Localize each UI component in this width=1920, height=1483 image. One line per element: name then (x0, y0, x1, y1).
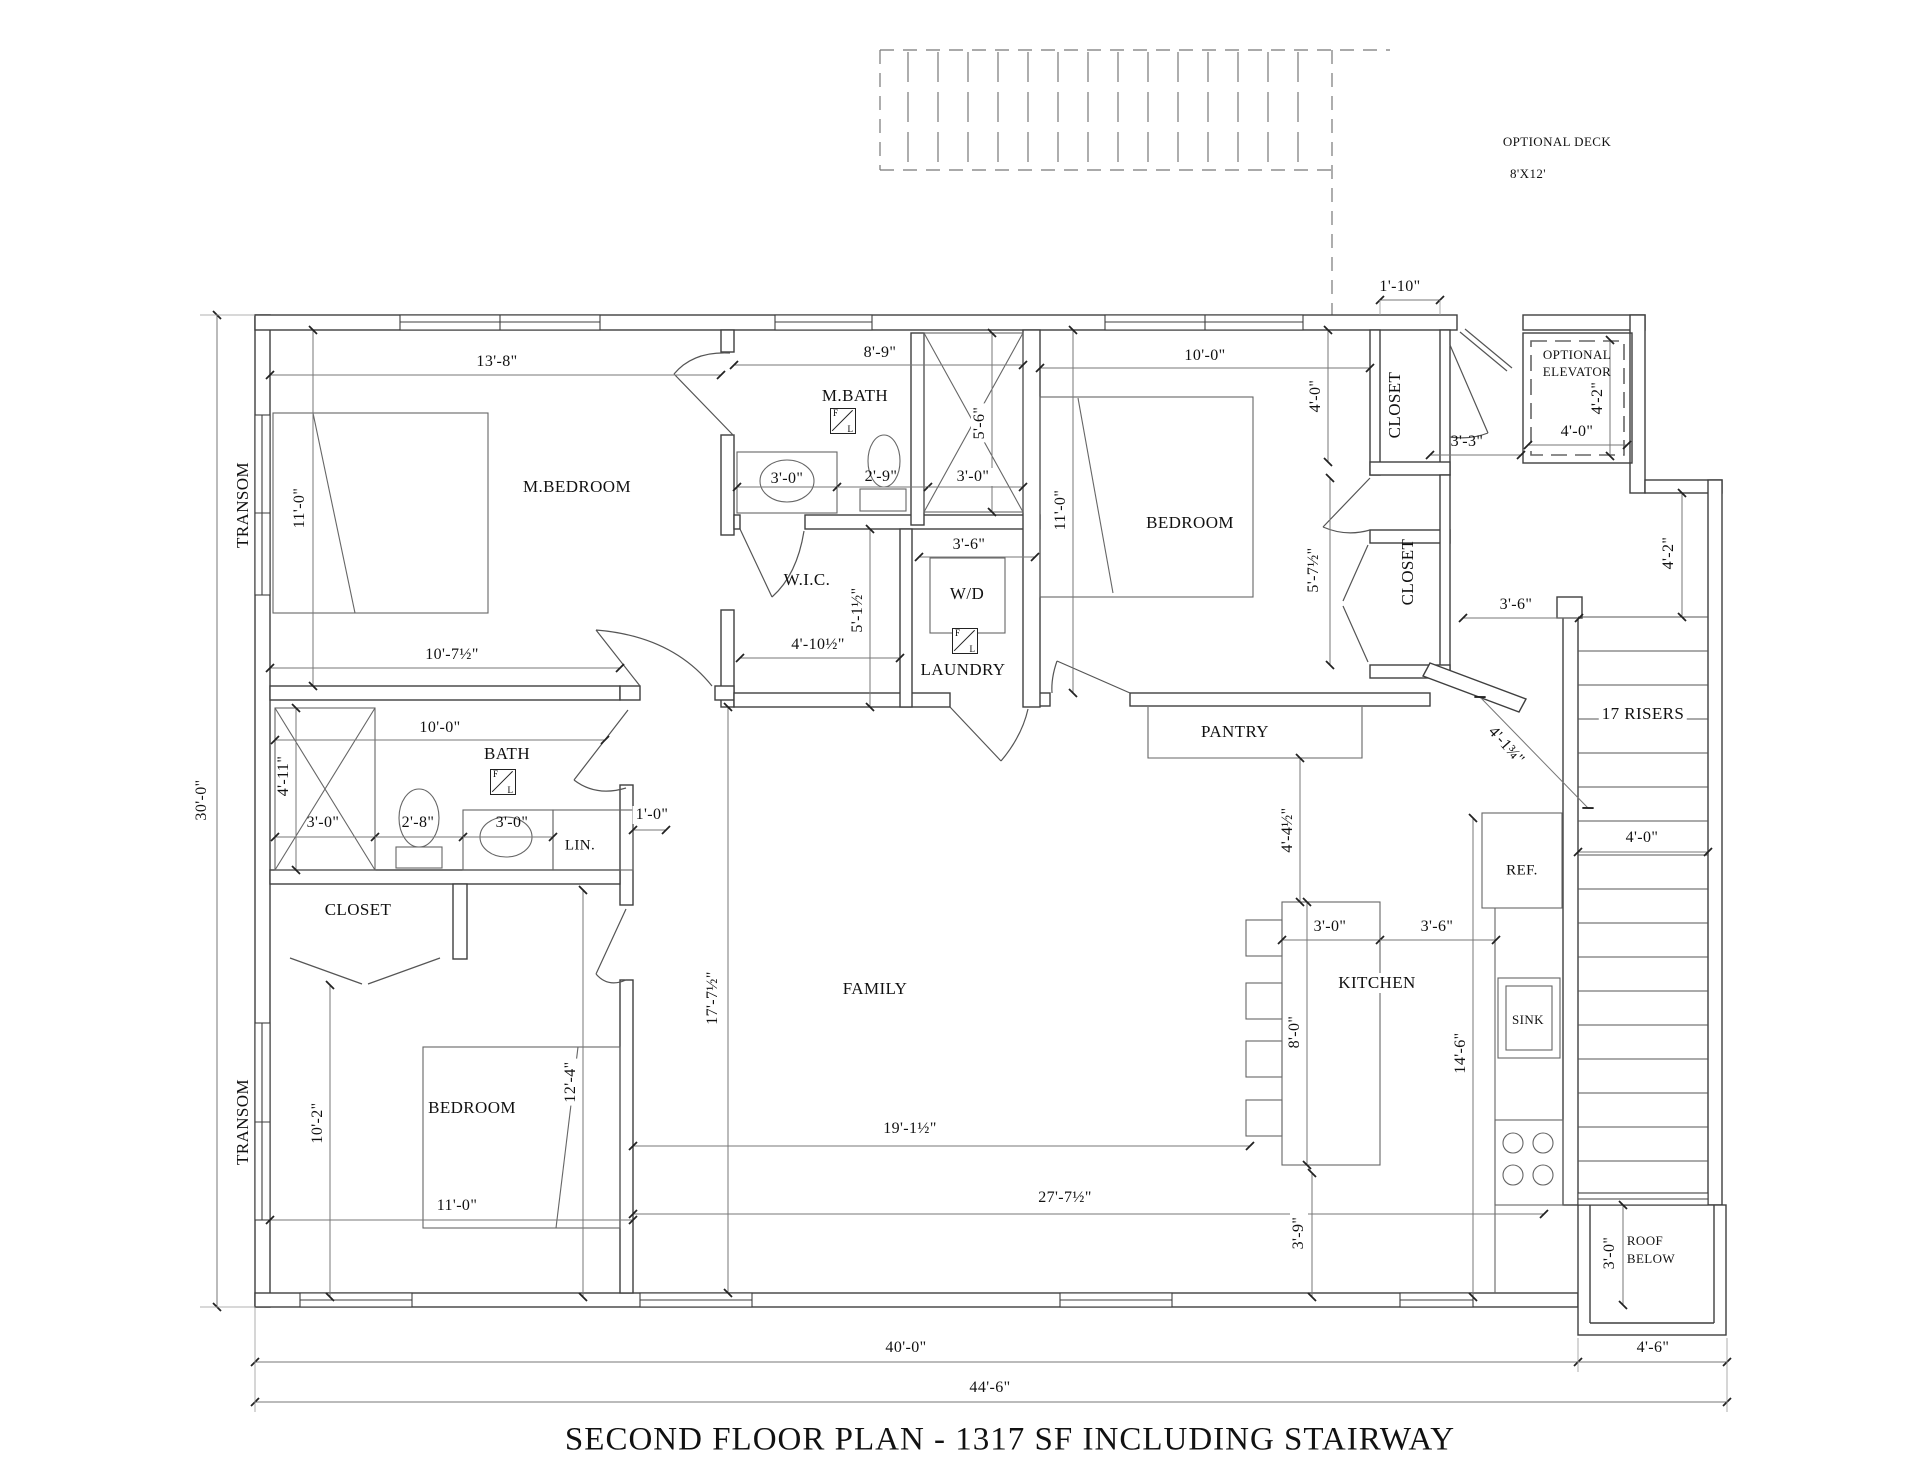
dim-closet-top-height: 4'-0" (1307, 379, 1324, 413)
dim-bath-sink: 3'-0" (495, 814, 529, 831)
fl-letter-l: L (969, 644, 976, 654)
label-m-bath: M.BATH (821, 386, 889, 405)
dim-bedroom-lower-height: 10'-2" (309, 1099, 327, 1147)
dim-bath-toilet: 2'-8" (401, 814, 435, 831)
dim-family-height: 17'-7½" (704, 968, 722, 1028)
label-roof-below-2: BELOW (1626, 1251, 1676, 1266)
dim-mbedroom-bottom: 10'-7½" (425, 646, 479, 663)
dim-wd-width: 3'-6" (952, 536, 986, 553)
dim-island-height: 8'-0" (1286, 1012, 1304, 1052)
fl-letter-f: F (955, 628, 961, 638)
fl-letter-f: F (833, 408, 839, 418)
label-17-risers: 17 RISERS (1598, 704, 1688, 724)
label-ref: REF. (1506, 862, 1538, 879)
label-laundry: LAUNDRY (920, 660, 1006, 679)
dim-shower-height: 5'-6" (971, 403, 989, 443)
dim-closet-right-height: 5'-7½" (1305, 547, 1322, 593)
label-sink: SINK (1512, 1012, 1544, 1027)
dim-kitchen-3-9: 3'-9" (1290, 1213, 1308, 1253)
label-closet-top: CLOSET (1385, 371, 1404, 439)
dim-mbath-toilet: 2'-9" (864, 468, 898, 485)
label-family: FAMILY (842, 979, 908, 998)
dim-bedroom-upper-height: 11'-0" (1052, 486, 1070, 534)
label-linen: LIN. (564, 837, 596, 854)
fan-light-icon: F L (830, 408, 856, 434)
dim-family-width-2: 27'-7½" (1038, 1189, 1092, 1206)
dim-bedroom-lower-width: 11'-0" (436, 1197, 478, 1214)
stair-treads (1578, 616, 1708, 1162)
dim-wic-height: 5'-1½" (849, 584, 867, 636)
fl-letter-l: L (847, 424, 854, 434)
dim-roof-width: 4'-6" (1636, 1339, 1670, 1356)
dim-kitchen-3-6: 3'-6" (1420, 918, 1454, 935)
label-closet-lower: CLOSET (324, 900, 392, 919)
dim-overall-44-6: 44'-6" (969, 1379, 1011, 1396)
fan-light-icon: F L (952, 628, 978, 654)
fl-letter-f: F (493, 769, 499, 779)
label-roof-below-1: ROOF (1626, 1233, 1664, 1248)
dim-linen-depth: 1'-0" (632, 806, 672, 824)
label-transom-upper: TRANSOM (233, 462, 252, 548)
dim-kitchen-height: 14'-6" (1452, 1029, 1470, 1077)
label-optional-elevator-1: OPTIONAL (1542, 347, 1612, 362)
windows (254, 314, 1709, 1308)
dim-closet-top-width: 1'-10" (1379, 278, 1421, 295)
label-optional-deck: OPTIONAL DECK (1502, 134, 1612, 149)
fan-light-icon: F L (490, 769, 516, 795)
dim-overall-40: 40'-0" (885, 1339, 927, 1356)
fl-letter-l: L (507, 785, 514, 795)
label-transom-lower: TRANSOM (233, 1079, 252, 1165)
dim-island-width: 3'-0" (1310, 918, 1350, 936)
dim-shower-width: 3'-0" (953, 468, 993, 486)
dim-mbedroom-width: 13'-8" (476, 353, 518, 370)
label-kitchen: KITCHEN (1335, 973, 1419, 993)
dim-elevator-width: 4'-0" (1557, 423, 1597, 441)
dim-stair-width: 4'-0" (1622, 829, 1662, 847)
label-bedroom-lower: BEDROOM (428, 1098, 516, 1117)
label-optional-elevator-2: ELEVATOR (1542, 364, 1612, 379)
dim-mbedroom-height: 11'-0" (291, 484, 309, 532)
optional-deck-outline (879, 49, 1390, 315)
dim-bedroom-lower-bed: 12'-4" (562, 1058, 580, 1106)
label-pantry: PANTRY (1201, 722, 1269, 741)
dim-wic-width: 4'-10½" (791, 636, 845, 653)
dim-stair-top-height: 4'-2" (1660, 533, 1678, 573)
label-m-bedroom: M.BEDROOM (523, 477, 631, 496)
dim-elevator-height: 4'-2" (1589, 378, 1607, 418)
label-bath: BATH (484, 744, 530, 763)
dim-bath-top: 10'-0" (419, 719, 461, 736)
dim-bedroom-upper-width: 10'-0" (1184, 347, 1226, 364)
label-optional-deck-size: 8'X12' (1510, 166, 1546, 181)
label-bedroom-upper: BEDROOM (1146, 513, 1234, 532)
dim-mbath-width: 8'-9" (863, 344, 897, 361)
dim-tub-height: 4'-11" (275, 755, 292, 797)
dim-mbath-sink: 3'-0" (770, 470, 804, 487)
optional-elevator-box (1522, 332, 1633, 464)
dim-tub-width: 3'-0" (306, 814, 340, 831)
dim-kitchen-gap: 4'-4½" (1279, 804, 1297, 856)
dim-overall-height: 30'-0" (193, 779, 210, 821)
dimension-lines (200, 295, 1732, 1412)
label-wic: W.I.C. (783, 570, 831, 589)
dim-family-width: 19'-1½" (883, 1120, 937, 1137)
page-title: SECOND FLOOR PLAN - 1317 SF INCLUDING ST… (564, 1421, 1456, 1458)
dim-hall-3-6: 3'-6" (1499, 596, 1533, 613)
dim-roof-height: 3'-0" (1601, 1233, 1619, 1273)
label-closet-right: CLOSET (1398, 538, 1417, 606)
label-washer-dryer: W/D (949, 584, 985, 603)
dim-hall-3-3: 3'-3" (1450, 433, 1484, 450)
